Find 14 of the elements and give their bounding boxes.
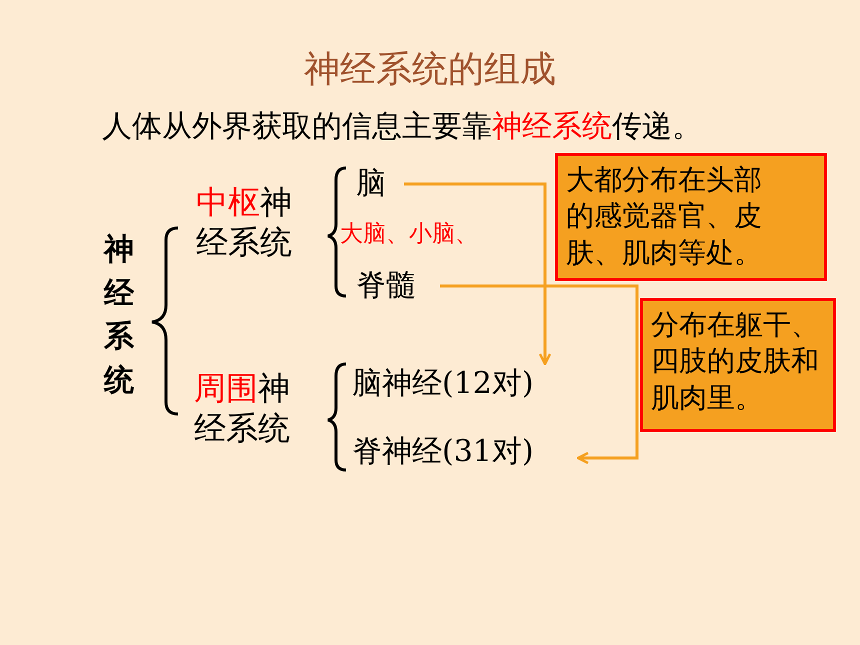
text-label: 脊神经(31对) bbox=[352, 432, 534, 471]
arrow bbox=[404, 182, 552, 366]
text-label: 脑神经(12对) bbox=[352, 364, 534, 403]
text-label: 周围神经系统 bbox=[194, 368, 291, 448]
text-label: 脑 bbox=[356, 164, 386, 203]
text-label: 大脑、小脑、 bbox=[340, 220, 478, 249]
vertical-label: 神经系统 bbox=[104, 231, 134, 400]
text-label: 人体从外界获取的信息主要靠神经系统传递。 bbox=[102, 108, 702, 146]
text-label: 脊髓 bbox=[356, 266, 416, 305]
text-label: 中枢神经系统 bbox=[196, 182, 293, 262]
title: 神经系统的组成 bbox=[303, 48, 557, 92]
callout-box: 分布在躯干、四肢的皮肤和肌肉里。 bbox=[640, 298, 836, 432]
arrow bbox=[440, 284, 638, 464]
callout-box: 大都分布在头部的感觉器官、皮肤、肌肉等处。 bbox=[555, 153, 827, 281]
